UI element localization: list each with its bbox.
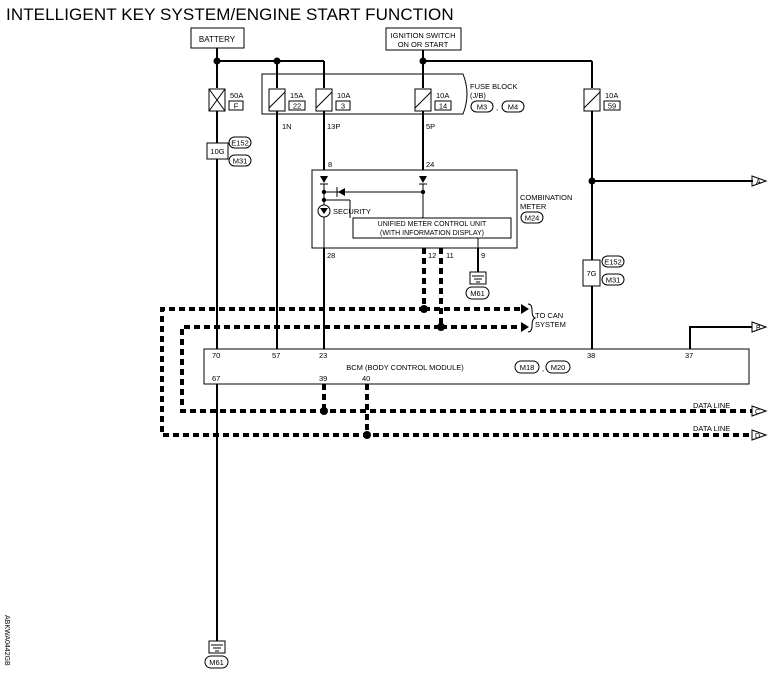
svg-text:E152: E152: [231, 139, 249, 148]
ignition-label-1: IGNITION SWITCH: [391, 31, 456, 40]
junction-dot: [363, 431, 371, 439]
svg-text:M31: M31: [606, 276, 621, 285]
diagram-title: INTELLIGENT KEY SYSTEM/ENGINE START FUNC…: [6, 5, 454, 24]
junction-dot: [213, 57, 221, 65]
data-line-label-c: DATA LINE: [693, 401, 730, 410]
arrow-icon: [521, 304, 529, 314]
svg-text:39: 39: [319, 374, 327, 383]
svg-text:SECURITY: SECURITY: [333, 207, 371, 216]
fuse-block-jb: (J/B): [470, 91, 486, 100]
connector-arrow-d: D: [751, 429, 768, 441]
svg-text:M24: M24: [525, 214, 540, 223]
junction-dot: [420, 305, 428, 313]
junction-dot: [419, 57, 427, 65]
junction-dot: [588, 177, 596, 185]
svg-text:23: 23: [319, 351, 327, 360]
svg-text:,: ,: [496, 103, 498, 112]
svg-text:M61: M61: [470, 289, 485, 298]
svg-text:40: 40: [362, 374, 370, 383]
svg-text:11: 11: [446, 251, 454, 260]
combination-meter: COMBINATION METER M24 8 24 SECURITY UNIF…: [311, 160, 572, 249]
junction-dot: [320, 407, 328, 415]
svg-text:F: F: [234, 102, 239, 111]
data-line-label-d: DATA LINE: [693, 424, 730, 433]
svg-text:10A: 10A: [337, 91, 350, 100]
svg-text:13P: 13P: [327, 122, 340, 131]
svg-text:14: 14: [439, 102, 447, 111]
svg-text:24: 24: [426, 160, 434, 169]
svg-text:7G: 7G: [586, 269, 596, 278]
svg-text:(WITH INFORMATION DISPLAY): (WITH INFORMATION DISPLAY): [380, 230, 484, 237]
junction-dot: [273, 57, 281, 65]
svg-text:1N: 1N: [282, 122, 292, 131]
svg-text:37: 37: [685, 351, 693, 360]
junction-dot: [437, 323, 445, 331]
fuse-10a-59: 10A 59: [583, 88, 621, 112]
arrow-icon: [521, 322, 529, 332]
can-line-high: [160, 248, 752, 437]
fuse-50a: 50A F: [208, 88, 244, 112]
battery-label: BATTERY: [199, 35, 236, 44]
svg-text:28: 28: [327, 251, 335, 260]
svg-text:9: 9: [481, 251, 485, 260]
fuse-10a-14: 10A 14: [414, 88, 452, 112]
svg-text:M31: M31: [233, 157, 248, 166]
svg-text:38: 38: [587, 351, 595, 360]
svg-text:70: 70: [212, 351, 220, 360]
svg-text:BCM (BODY CONTROL MODULE): BCM (BODY CONTROL MODULE): [346, 363, 464, 372]
svg-text:M61: M61: [209, 658, 224, 667]
svg-text:10G: 10G: [210, 147, 224, 156]
fuse-15a: 15A 22: [268, 88, 306, 112]
svg-text:M20: M20: [551, 363, 566, 372]
fuse-block-conn2: M4: [508, 103, 518, 112]
fuse-block-label: FUSE BLOCK: [470, 82, 518, 91]
ignition-label-2: ON OR START: [398, 40, 449, 49]
svg-text:15A: 15A: [290, 91, 303, 100]
svg-text:C: C: [755, 409, 760, 416]
can-line-low: [180, 248, 752, 413]
svg-text:UNIFIED METER CONTROL UNIT: UNIFIED METER CONTROL UNIT: [378, 221, 487, 228]
svg-text:,: ,: [542, 364, 544, 373]
connector-arrow-b: B: [751, 321, 768, 333]
diode-icon: [320, 176, 328, 183]
svg-text:A: A: [756, 179, 761, 186]
svg-text:E152: E152: [604, 258, 622, 267]
svg-text:50A: 50A: [230, 91, 243, 100]
fuse-block: [261, 73, 468, 115]
svg-text:10A: 10A: [436, 91, 449, 100]
svg-text:TO CAN: TO CAN: [535, 311, 563, 320]
svg-text:M18: M18: [520, 363, 535, 372]
svg-text:10A: 10A: [605, 91, 618, 100]
joint-connector-e152-m31-left: 10G E152 M31: [206, 136, 252, 167]
svg-text:8: 8: [328, 160, 332, 169]
svg-text:22: 22: [293, 102, 301, 111]
svg-text:SYSTEM: SYSTEM: [535, 320, 566, 329]
svg-text:59: 59: [608, 102, 616, 111]
diode-icon: [338, 188, 345, 196]
connector-arrow-a: A: [751, 175, 768, 187]
svg-text:3: 3: [341, 102, 345, 111]
fuse-block-conn1: M3: [477, 103, 487, 112]
svg-text:B: B: [756, 325, 761, 332]
bcm-module: 70 57 23 38 37 BCM (BODY CONTROL MODULE)…: [203, 348, 750, 385]
svg-text:12: 12: [428, 251, 436, 260]
ground-m61-bcm: M61: [204, 640, 229, 669]
battery-source: BATTERY: [190, 27, 245, 49]
can-brace: [527, 303, 537, 333]
connector-arrow-c: C: [751, 405, 768, 417]
svg-text:57: 57: [272, 351, 280, 360]
svg-text:D: D: [755, 433, 760, 440]
joint-connector-e152-m31-right: 7G E152 M31: [582, 255, 625, 287]
svg-text:67: 67: [212, 374, 220, 383]
svg-text:METER: METER: [520, 202, 547, 211]
svg-text:COMBINATION: COMBINATION: [520, 193, 572, 202]
diode-icon: [419, 176, 427, 183]
svg-text:5P: 5P: [426, 122, 435, 131]
fuse-10a-3: 10A 3: [315, 88, 351, 112]
ignition-source: IGNITION SWITCH ON OR START: [385, 27, 462, 51]
ground-m61-meter: M61: [465, 271, 490, 300]
